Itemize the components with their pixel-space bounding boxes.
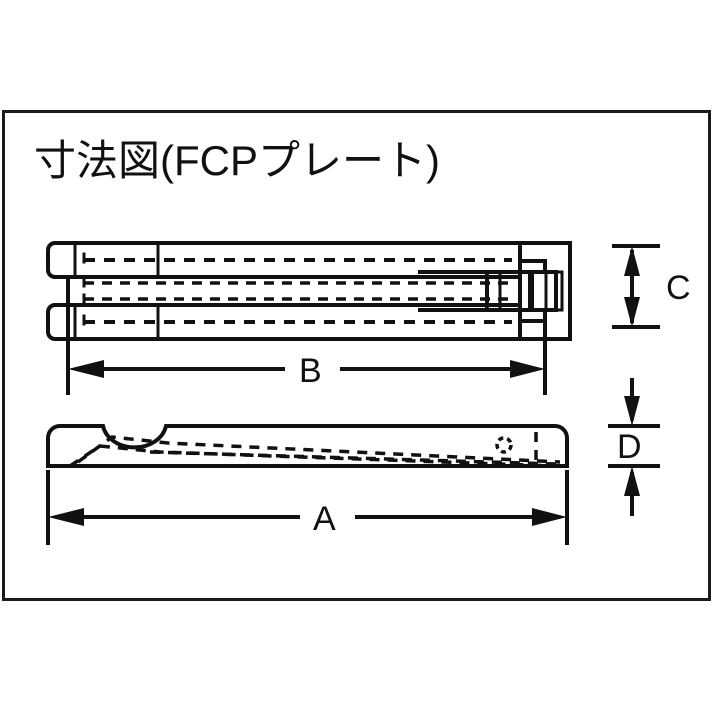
d-arrowhead-up	[624, 466, 640, 496]
head-pawl-inner-rect	[544, 270, 564, 312]
top-view-lower-strap	[46, 303, 522, 341]
c-arrowhead-up	[624, 246, 640, 276]
a-dimension-label: A	[313, 500, 336, 538]
side-view-hidden-taper-lower	[69, 444, 557, 468]
a-arrowhead-right	[532, 508, 567, 526]
side-view-hidden-hole	[495, 436, 513, 454]
dimension-c: C	[612, 244, 691, 329]
b-arrowhead-right	[510, 360, 545, 378]
side-view	[46, 424, 569, 545]
lower-strap-outline	[46, 303, 522, 341]
upper-strap-outline	[46, 241, 522, 279]
d-dimension-label: D	[617, 428, 642, 466]
dimension-a: A	[46, 490, 569, 542]
page-title: 寸法図(FCPプレート)	[34, 137, 440, 184]
d-arrowhead-down	[624, 396, 640, 426]
c-dimension-label: C	[666, 269, 691, 307]
side-view-outline	[46, 424, 569, 468]
top-view-head-buckle	[418, 241, 572, 341]
side-view-hidden-taper-mid	[149, 450, 557, 466]
dimension-d: D	[608, 378, 660, 516]
drawing-frame-border	[2, 110, 711, 601]
dimension-b: B	[66, 347, 547, 393]
side-view-hidden-taper-upper	[76, 435, 561, 464]
c-arrowhead-down	[624, 297, 640, 327]
top-view-upper-strap	[46, 241, 522, 279]
b-arrowhead-left	[68, 360, 104, 378]
a-arrowhead-left	[48, 508, 84, 526]
b-dimension-label: B	[299, 352, 322, 390]
